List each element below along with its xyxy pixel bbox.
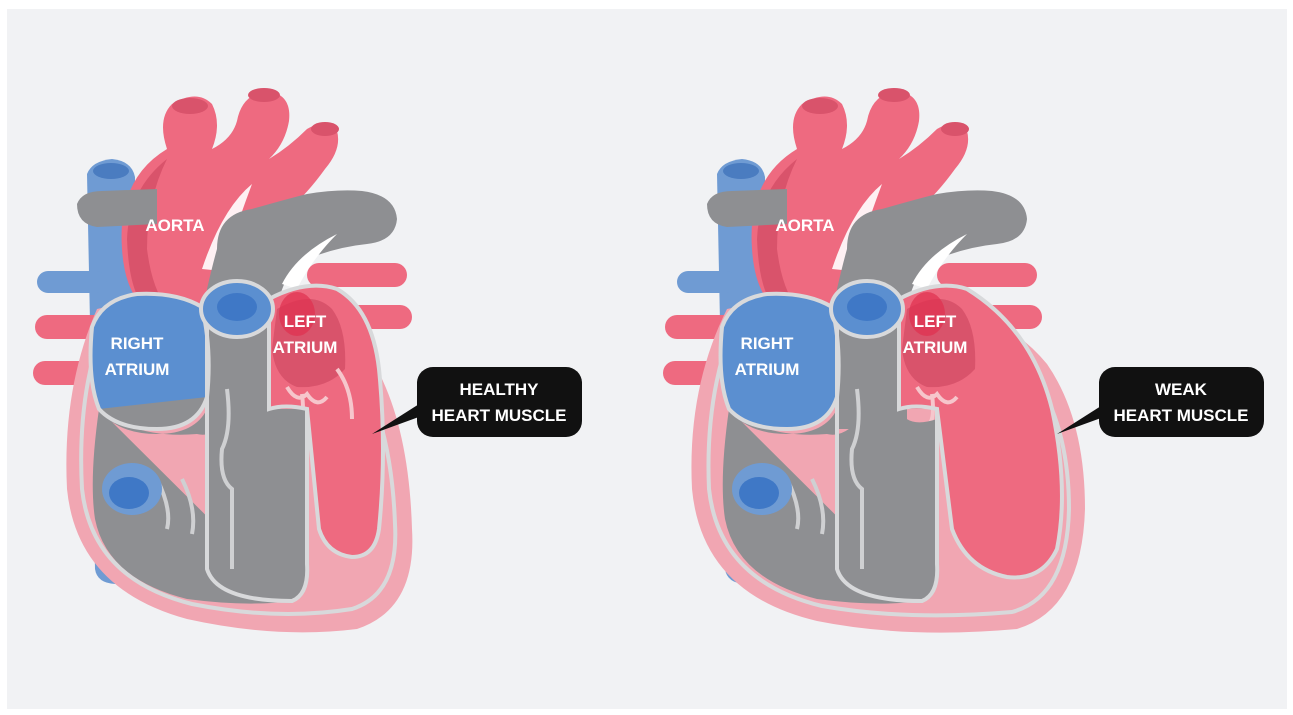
aorta-top-ring-1: [802, 98, 838, 114]
pulmonary-vein-right-1: [307, 263, 407, 287]
weak-heart: AORTA RIGHT ATRIUM LEFT ATRIUM WEAK HEAR…: [663, 88, 1264, 633]
callout-box: [1099, 367, 1264, 437]
pulmonary-vessel-left-1: [677, 271, 737, 293]
vena-cava-opening: [93, 163, 129, 179]
label-left-atrium-line2: ATRIUM: [273, 338, 338, 357]
callout-line1: HEALTHY: [459, 380, 539, 399]
label-aorta: AORTA: [145, 216, 204, 235]
aorta-top-ring-1: [172, 98, 208, 114]
aorta-top-ring-2: [248, 88, 280, 102]
label-right-atrium-line1: RIGHT: [741, 334, 795, 353]
callout-box: [417, 367, 582, 437]
label-left-atrium-line2: ATRIUM: [903, 338, 968, 357]
coronary-sinus-inner: [739, 477, 779, 509]
callout-line2: HEART MUSCLE: [431, 406, 566, 425]
aorta-top-ring-2: [878, 88, 910, 102]
diagram-canvas: AORTA RIGHT ATRIUM LEFT ATRIUM HEALTHY H…: [7, 9, 1287, 709]
healthy-heart: AORTA RIGHT ATRIUM LEFT ATRIUM HEALTHY H…: [33, 88, 582, 632]
callout-line1: WEAK: [1155, 380, 1208, 399]
callout-line2: HEART MUSCLE: [1113, 406, 1248, 425]
heart-comparison-diagram: AORTA RIGHT ATRIUM LEFT ATRIUM HEALTHY H…: [7, 9, 1287, 709]
aorta-top-ring-3: [941, 122, 969, 136]
coronary-sinus-inner: [109, 477, 149, 509]
aorta-top-ring-3: [311, 122, 339, 136]
label-aorta: AORTA: [775, 216, 834, 235]
pulmonary-valve-inner: [847, 293, 887, 321]
callout-healthy: HEALTHY HEART MUSCLE: [372, 367, 582, 437]
label-left-atrium-line1: LEFT: [914, 312, 957, 331]
label-right-atrium-line2: ATRIUM: [105, 360, 170, 379]
vena-cava-opening: [723, 163, 759, 179]
pulmonary-valve-inner: [217, 293, 257, 321]
label-right-atrium-line1: RIGHT: [111, 334, 165, 353]
callout-weak: WEAK HEART MUSCLE: [1057, 367, 1264, 437]
pulmonary-vessel-left-1: [37, 271, 107, 293]
label-left-atrium-line1: LEFT: [284, 312, 327, 331]
label-right-atrium-line2: ATRIUM: [735, 360, 800, 379]
pulmonary-vein-right-1: [937, 263, 1037, 287]
